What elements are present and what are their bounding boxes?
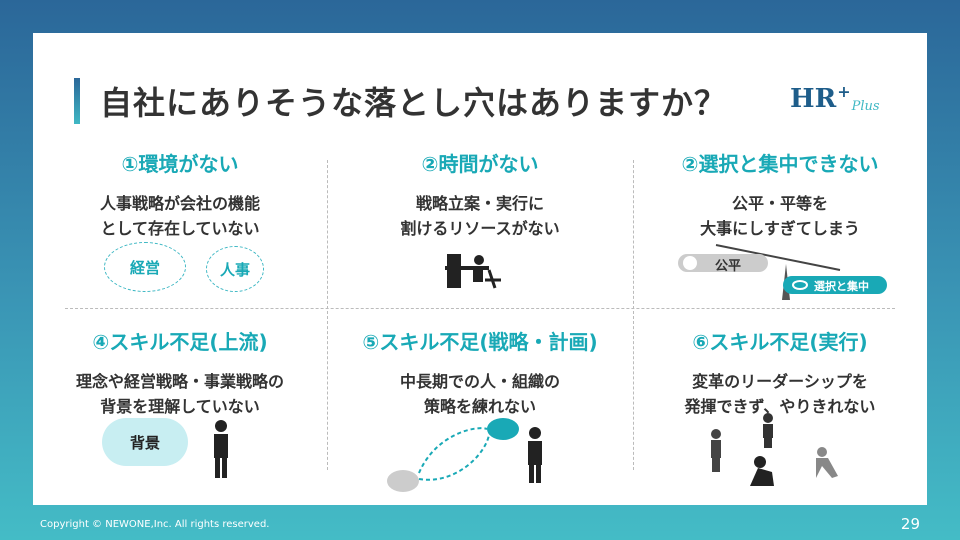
logo-sub: Plus [851,99,880,114]
pitfall-body: 理念や経営戦略・事業戦略の背景を理解していない [75,372,284,416]
logo-plus: + [837,82,851,101]
tag-keiei: 経営 [104,242,186,292]
tag-kouhei: 公平 [715,259,742,274]
tag-haikei: 背景 [102,418,188,466]
logo-main: HR [790,84,837,114]
thinking-person-icon [214,420,228,478]
slide-title: 自社にありそうな落とし穴はありますか？ [100,84,728,122]
pitfall-1: ①環境がない 人事戦略が会社の機能として存在していない [35,148,325,241]
pitfall-6: ⑥スキル不足(実行) 変革のリーダーシップを発揮できず、やりきれない [635,326,925,419]
hr-plus-logo: HR+Plus [790,82,880,115]
pitfall-2: ②時間がない 戦略立案・実行に割けるリソースがない [335,148,625,241]
copyright: Copyright © NEWONE,Inc. All rights reser… [40,519,270,530]
pitfall-title: ②選択と集中できない [681,152,879,176]
path-planning-icon [387,418,542,492]
tag-jinji: 人事 [206,246,264,292]
pitfall-body: 変革のリーダーシップを発揮できず、やりきれない [684,372,876,416]
divider [65,308,895,309]
pitfall-title: ②時間がない [421,152,539,176]
divider [633,160,634,470]
pitfall-body: 戦略立案・実行に割けるリソースがない [400,194,560,238]
tag-sentaku: 選択と集中 [814,280,869,293]
struggling-people-icon [711,413,838,486]
pitfall-4: ④スキル不足(上流) 理念や経営戦略・事業戦略の背景を理解していない [35,326,325,419]
pitfall-title: ⑤スキル不足(戦略・計画) [362,330,598,354]
title-accent-bar [74,78,80,124]
pitfall-body: 中長期での人・組織の策略を練れない [399,372,560,416]
balance-scale-icon [678,244,887,300]
busy-desk-icon [445,254,501,289]
divider [327,160,328,470]
pitfall-body: 公平・平等を大事にしすぎてしまう [700,194,860,238]
pitfall-title: ①環境がない [121,152,239,176]
pitfall-3: ②選択と集中できない 公平・平等を大事にしすぎてしまう [635,148,925,241]
pitfall-5: ⑤スキル不足(戦略・計画) 中長期での人・組織の策略を練れない [335,326,625,419]
page-number: 29 [900,515,920,533]
pitfall-body: 人事戦略が会社の機能として存在していない [99,194,260,238]
pitfall-title: ⑥スキル不足(実行) [692,330,868,354]
pitfall-title: ④スキル不足(上流) [92,330,268,354]
